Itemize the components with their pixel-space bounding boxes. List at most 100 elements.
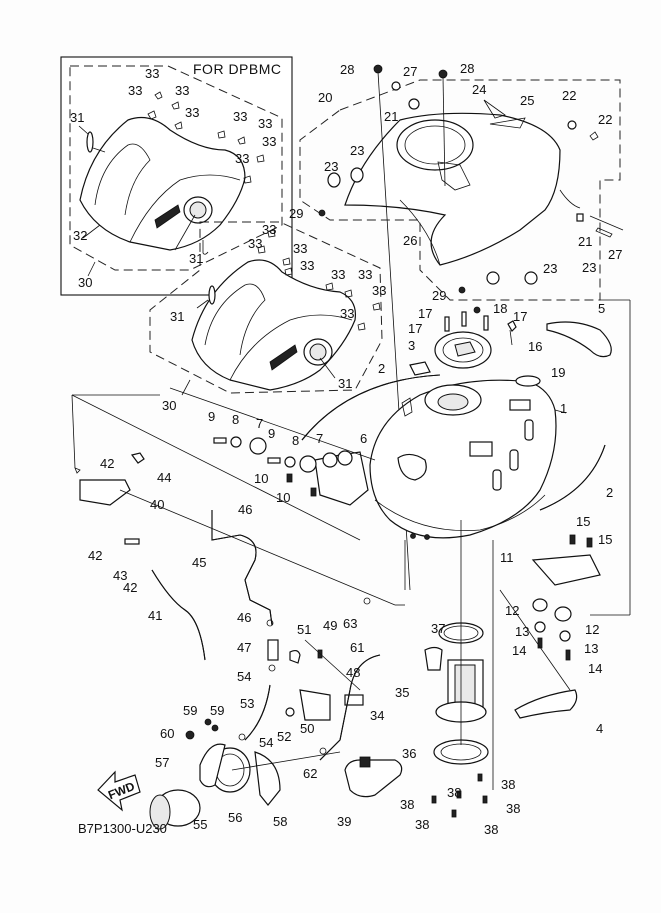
callout-labels: 1223456778899101011121213131414151516171… — [70, 61, 622, 837]
callout-60: 60 — [160, 726, 174, 741]
callout-28: 28 — [460, 61, 474, 76]
callout-26: 26 — [403, 233, 417, 248]
callout-23: 23 — [350, 143, 364, 158]
callout-4: 4 — [596, 721, 603, 736]
callout-48: 48 — [346, 665, 360, 680]
callout-6: 6 — [360, 431, 367, 446]
callout-33: 33 — [235, 151, 249, 166]
callout-33: 33 — [233, 109, 247, 124]
callout-22: 22 — [598, 112, 612, 127]
callout-59: 59 — [183, 703, 197, 718]
callout-29: 29 — [432, 288, 446, 303]
callout-42: 42 — [123, 580, 137, 595]
callout-63: 63 — [343, 616, 357, 631]
callout-33: 33 — [372, 283, 386, 298]
callout-47: 47 — [237, 640, 251, 655]
callout-39: 39 — [337, 814, 351, 829]
callout-33: 33 — [175, 83, 189, 98]
callout-18: 18 — [493, 301, 507, 316]
callout-31: 31 — [70, 110, 84, 125]
callout-62: 62 — [303, 766, 317, 781]
callout-38: 38 — [400, 797, 414, 812]
callout-38: 38 — [415, 817, 429, 832]
callout-59: 59 — [210, 703, 224, 718]
inset-panel: FOR DPBMC — [60, 56, 293, 296]
callout-12: 12 — [505, 603, 519, 618]
inset-title: FOR DPBMC — [193, 61, 282, 77]
top-cover-assembly — [299, 64, 624, 591]
callout-15: 15 — [576, 514, 590, 529]
callout-44: 44 — [157, 470, 171, 485]
callout-30: 30 — [162, 398, 176, 413]
callout-54: 54 — [259, 735, 273, 750]
callout-31: 31 — [338, 376, 352, 391]
callout-58: 58 — [273, 814, 287, 829]
callout-23: 23 — [324, 159, 338, 174]
callout-33: 33 — [331, 267, 345, 282]
callout-29: 29 — [289, 206, 303, 221]
callout-5: 5 — [598, 301, 605, 316]
callout-49: 49 — [323, 618, 337, 633]
callout-34: 34 — [370, 708, 384, 723]
rear-bracket-parts — [499, 299, 631, 719]
callout-8: 8 — [292, 433, 299, 448]
callout-7: 7 — [256, 416, 263, 431]
emblem-part — [86, 131, 94, 153]
callout-11: 11 — [500, 550, 514, 565]
callout-16: 16 — [528, 339, 542, 354]
drawing-code: B7P1300-U230 — [78, 821, 167, 836]
callout-33: 33 — [262, 134, 276, 149]
callout-31: 31 — [189, 251, 203, 266]
callout-32: 32 — [73, 228, 87, 243]
inset-tank-cover — [79, 117, 246, 255]
hose-parts — [74, 452, 381, 830]
callout-51: 51 — [297, 622, 311, 637]
callout-33: 33 — [185, 105, 199, 120]
callout-61: 61 — [350, 640, 364, 655]
callout-2: 2 — [378, 361, 385, 376]
leader-lines — [71, 387, 406, 691]
callout-17: 17 — [513, 309, 527, 324]
tank-bracket-parts — [213, 436, 369, 506]
callout-10: 10 — [276, 490, 290, 505]
fuel-tank — [369, 379, 567, 540]
callout-46: 46 — [238, 502, 252, 517]
callout-7: 7 — [316, 431, 323, 446]
callout-15: 15 — [598, 532, 612, 547]
callout-53: 53 — [240, 696, 254, 711]
callout-55: 55 — [193, 817, 207, 832]
callout-27: 27 — [403, 64, 417, 79]
callout-33: 33 — [293, 241, 307, 256]
callout-38: 38 — [506, 801, 520, 816]
callout-33: 33 — [340, 306, 354, 321]
callout-33: 33 — [262, 222, 276, 237]
callout-36: 36 — [402, 746, 416, 761]
callout-40: 40 — [150, 497, 164, 512]
callout-38: 38 — [484, 822, 498, 837]
callout-22: 22 — [562, 88, 576, 103]
callout-46: 46 — [237, 610, 251, 625]
callout-50: 50 — [300, 721, 314, 736]
callout-52: 52 — [277, 729, 291, 744]
callout-35: 35 — [395, 685, 409, 700]
clip-icons-inset — [147, 91, 265, 184]
callout-13: 13 — [515, 624, 529, 639]
filler-cap-parts — [301, 306, 612, 511]
callout-25: 25 — [520, 93, 534, 108]
callout-37: 37 — [431, 621, 445, 636]
callout-42: 42 — [88, 548, 102, 563]
callout-43: 43 — [113, 568, 127, 583]
callout-30: 30 — [78, 275, 92, 290]
callout-17: 17 — [418, 306, 432, 321]
callout-27: 27 — [608, 247, 622, 262]
callout-17: 17 — [408, 321, 422, 336]
callout-28: 28 — [340, 62, 354, 77]
callout-9: 9 — [208, 409, 215, 424]
callout-33: 33 — [145, 66, 159, 81]
callout-14: 14 — [512, 643, 526, 658]
callout-19: 19 — [551, 365, 565, 380]
callout-9: 9 — [268, 426, 275, 441]
fuel-pump-parts — [344, 520, 494, 818]
callout-3: 3 — [408, 338, 415, 353]
